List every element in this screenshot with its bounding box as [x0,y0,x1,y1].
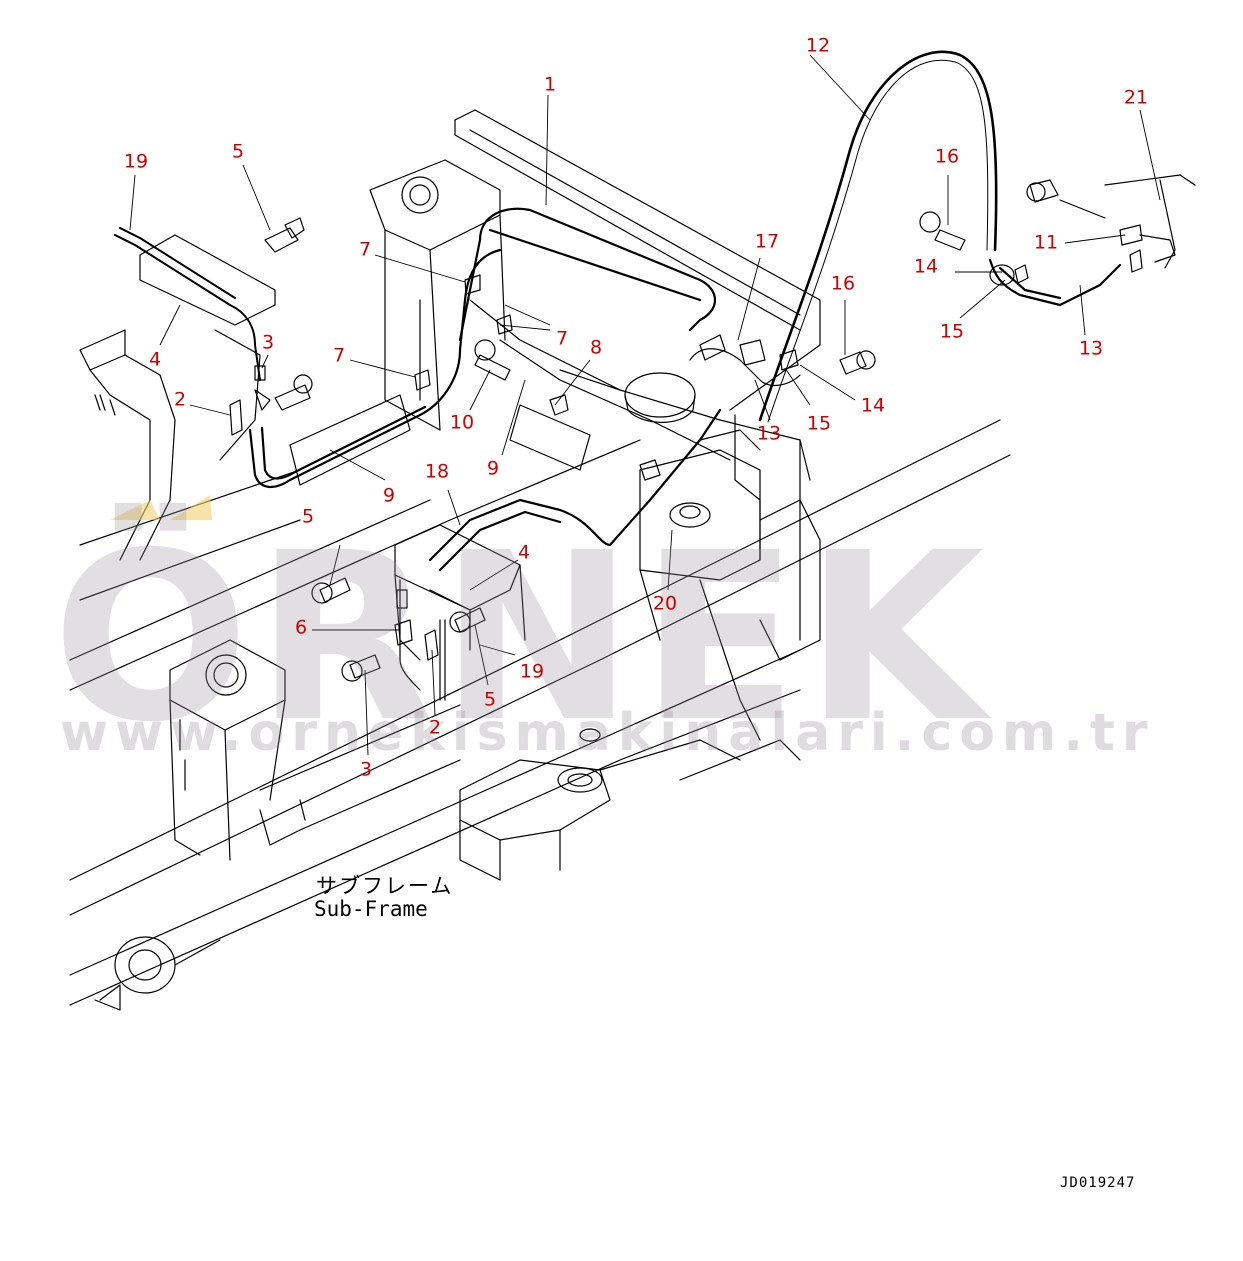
rear-frame [369,109,821,561]
callout-6: 6 [294,616,308,639]
callout-5: 5 [301,505,315,528]
callout-5: 5 [231,140,245,163]
main-frame-rails [69,419,1011,1006]
callout-17: 17 [754,230,780,253]
callout-2: 2 [428,716,442,739]
subframe-label-jp: サブフレーム [316,874,454,898]
lower-hoses [399,579,446,701]
drawing-id: JD019247 [1060,1175,1136,1191]
callout-14: 14 [913,255,939,278]
callout-9: 9 [486,457,500,480]
callout-13: 13 [756,422,782,445]
callout-4: 4 [517,541,531,564]
watermark-accent [110,495,212,520]
hose-1 [458,207,716,342]
round-tank [559,369,696,423]
callout-13: 13 [1078,337,1104,360]
lower-left-trunnion [94,936,221,1011]
callout-7: 7 [358,238,372,261]
callout-10: 10 [449,411,475,434]
callout-20: 20 [652,592,678,615]
callout-19: 19 [519,660,545,683]
callout-21: 21 [1123,86,1149,109]
callout-11: 11 [1033,231,1059,254]
callout-2: 2 [173,388,187,411]
right-block [639,429,821,741]
leader-lines [129,54,1161,756]
callout-16: 16 [830,272,856,295]
hose-4-left [114,227,261,381]
hose-13-right [988,258,1122,307]
watermark-url: www.ornekismakinalari.com.tr [60,703,1155,763]
callout-7: 7 [332,344,346,367]
callout-15: 15 [806,412,832,435]
hardware [139,174,1196,682]
hose-18 [428,408,722,572]
callout-9: 9 [382,484,396,507]
callout-3: 3 [261,331,275,354]
callout-5: 5 [483,688,497,711]
callout-12: 12 [805,34,831,57]
callout-3: 3 [359,758,373,781]
watermark-brand: ÖRNEK [52,503,991,773]
callout-1: 1 [543,73,557,96]
callout-8: 8 [589,336,603,359]
callout-7: 7 [555,327,569,350]
lower-right-axle [459,728,801,881]
subframe-label-en: Sub-Frame [314,897,428,921]
callout-4: 4 [148,348,162,371]
lower-left-column [169,639,306,861]
callout-18: 18 [424,460,450,483]
callout-19: 19 [123,150,149,173]
callout-15: 15 [939,320,965,343]
callout-16: 16 [934,145,960,168]
hose-12 [758,50,998,423]
hose-9-left [248,248,502,488]
callout-14: 14 [860,394,886,417]
